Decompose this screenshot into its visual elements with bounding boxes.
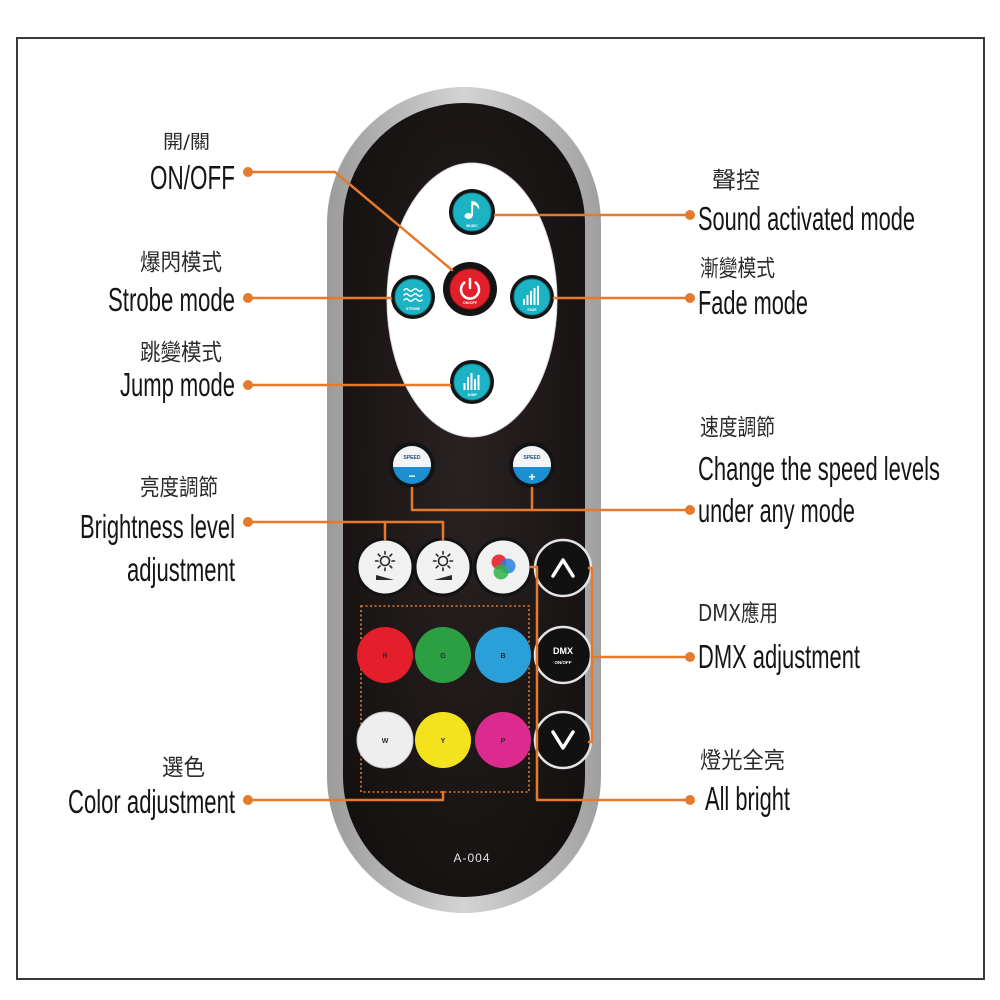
color-button-yellow-face: [415, 712, 471, 768]
label-all-bright-en: All bright: [705, 780, 790, 817]
label-color-cn: 選色: [162, 755, 205, 781]
arrow-up-icon: [551, 558, 575, 578]
color-button-blue-face: [475, 627, 531, 683]
label-brightness-en-line2: adjustment: [127, 551, 235, 588]
callout-dot-dmx: [685, 652, 695, 662]
power-icon: [459, 277, 481, 300]
dmx-button: DMX ON/OFF: [533, 625, 593, 685]
brightness-up-button: [413, 537, 473, 597]
minus-icon: −: [408, 469, 415, 483]
strobe-button: STROBE: [391, 275, 435, 319]
callout-dot-onoff: [243, 167, 253, 177]
fade-button-label: FADE: [527, 308, 537, 312]
color-buttons-outline: [360, 605, 530, 793]
label-speed-en-line1: Change the speed levels: [698, 450, 940, 487]
label-jump-cn: 跳變模式: [140, 340, 222, 366]
rgb-icon: [491, 554, 516, 580]
callout-line-dmx-bracket: [587, 566, 594, 744]
color-button-pink-face: [475, 712, 531, 768]
music-note-icon: [464, 201, 480, 219]
callout-dot-jump: [243, 380, 253, 390]
speed-down-button: SPEED −: [389, 442, 435, 488]
label-color-en: Color adjustment: [68, 783, 235, 820]
color-button-pink-letter: P: [501, 738, 506, 745]
down-button: [533, 710, 593, 770]
callout-dots: [243, 167, 695, 805]
plus-icon: +: [528, 470, 535, 484]
fade-bars-icon: [523, 286, 539, 305]
color-button-red: R: [357, 627, 413, 683]
dmx-button-sublabel: ON/OFF: [555, 660, 572, 665]
all-bright-button: [473, 537, 533, 597]
remote-control: MUSIC ON/OFF STROBE: [327, 87, 601, 913]
color-button-white-face: [356, 711, 414, 769]
brightness-down-button: [355, 537, 415, 597]
power-button: ON/OFF: [443, 262, 497, 316]
color-button-red-face: [357, 627, 413, 683]
arrow-down-icon: [551, 730, 575, 750]
callout-dot-color: [243, 795, 253, 805]
callout-line-speed: [410, 486, 692, 512]
color-button-pink: P: [475, 712, 531, 768]
label-fade-cn: 漸變模式: [700, 256, 775, 282]
callout-dot-all-bright: [685, 795, 695, 805]
label-dmx-cn: DMX應用: [698, 601, 778, 627]
color-button-yellow-letter: Y: [441, 738, 446, 745]
callout-dot-strobe: [243, 293, 253, 303]
label-sound-en: Sound activated mode: [698, 200, 915, 237]
label-dmx-en: DMX adjustment: [698, 638, 860, 675]
label-jump-en: Jump mode: [120, 366, 235, 403]
label-strobe-cn: 爆閃模式: [140, 250, 222, 276]
jump-bars-icon: [463, 373, 480, 390]
up-button: [533, 538, 593, 598]
label-speed-en-line2: under any mode: [698, 492, 855, 529]
jump-button: JUMP: [450, 360, 494, 404]
label-all-bright-cn: 燈光全亮: [700, 748, 785, 774]
power-button-label: ON/OFF: [463, 301, 478, 305]
music-button-label: MUSIC: [466, 224, 478, 228]
callout-dot-speed: [685, 505, 695, 515]
color-button-yellow: Y: [415, 712, 471, 768]
strobe-wave-icon: [403, 288, 423, 302]
model-number: A-004: [453, 851, 490, 865]
label-sound-cn: 聲控: [712, 168, 760, 194]
callout-line-onoff: [246, 170, 454, 272]
callout-dot-fade: [685, 293, 695, 303]
label-onoff-en: ON/OFF: [150, 159, 235, 196]
fade-button: FADE: [510, 275, 554, 319]
speed-up-label: SPEED: [524, 455, 541, 461]
label-brightness-cn: 亮度調節: [140, 475, 218, 501]
brightness-up-wedge: [434, 575, 452, 580]
color-button-blue-letter: B: [500, 653, 505, 660]
callout-dot-sound: [685, 210, 695, 220]
callout-dot-brightness: [243, 517, 253, 527]
callout-line-color: [246, 790, 445, 802]
label-onoff-cn: 開/關: [163, 131, 210, 153]
speed-up-button: SPEED +: [509, 442, 555, 488]
speed-down-label: SPEED: [404, 455, 421, 461]
image-frame: [16, 37, 985, 980]
color-button-red-letter: R: [382, 653, 387, 660]
right-labels: 聲控 Sound activated mode 漸變模式 Fade mode 速…: [698, 168, 940, 817]
label-fade-en: Fade mode: [698, 284, 808, 321]
color-button-white: W: [356, 711, 414, 769]
color-button-blue: B: [475, 627, 531, 683]
brightness-down-wedge: [376, 575, 394, 580]
color-button-white-letter: W: [382, 738, 389, 745]
music-button: MUSIC: [449, 189, 495, 235]
dmx-button-label: DMX: [553, 646, 573, 656]
color-button-green-face: [415, 627, 471, 683]
strobe-button-label: STROBE: [406, 307, 421, 311]
callout-line-brightness: [246, 520, 445, 541]
callout-line-all-bright: [529, 565, 692, 802]
label-speed-cn: 速度調節: [700, 415, 775, 441]
left-labels: 開/關 ON/OFF 爆閃模式 Strobe mode 跳變模式 Jump mo…: [68, 131, 235, 820]
color-button-green-letter: G: [440, 653, 446, 660]
label-strobe-en: Strobe mode: [108, 281, 235, 318]
jump-button-label: JUMP: [467, 393, 477, 397]
callout-lines: [246, 170, 692, 802]
color-button-green: G: [415, 627, 471, 683]
label-brightness-en-line1: Brightness level: [80, 508, 235, 545]
